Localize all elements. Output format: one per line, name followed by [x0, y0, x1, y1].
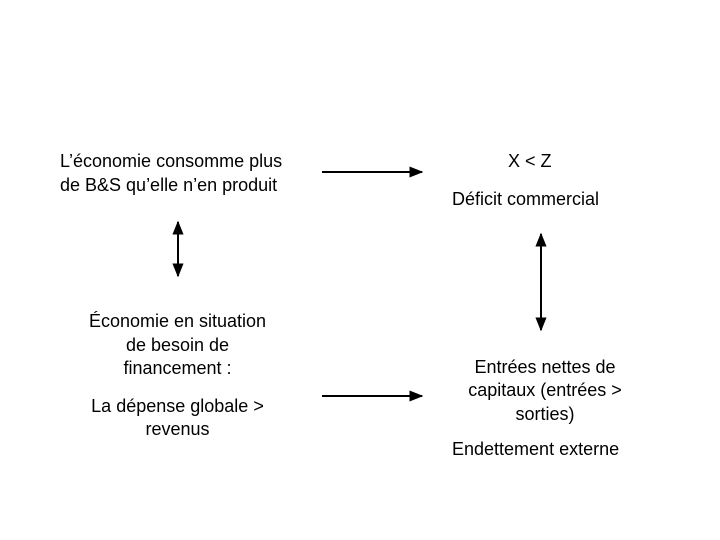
bottom-right-line-2: capitaux (entrées >	[468, 380, 622, 400]
top-left-line-2: de B&S qu’elle n’en produit	[60, 175, 278, 195]
trade-relation: X < Z	[508, 151, 552, 171]
bottom-right-line-1: Entrées nettes de	[474, 357, 616, 377]
bottom-right-line-3: sorties)	[515, 404, 575, 424]
bottom-left-line-1: Économie en situation	[88, 311, 267, 331]
bottom-left-line-5: revenus	[145, 419, 210, 439]
bottom-left-line-2: de besoin de	[125, 335, 230, 355]
bottom-left-line-4: La dépense globale >	[91, 396, 264, 416]
bottom-left-line-3: financement :	[123, 358, 232, 378]
trade-deficit-label: Déficit commercial	[452, 189, 600, 209]
top-left-line-1: L’économie consomme plus	[60, 151, 283, 171]
bottom-right-line-4: Endettement externe	[452, 439, 620, 459]
